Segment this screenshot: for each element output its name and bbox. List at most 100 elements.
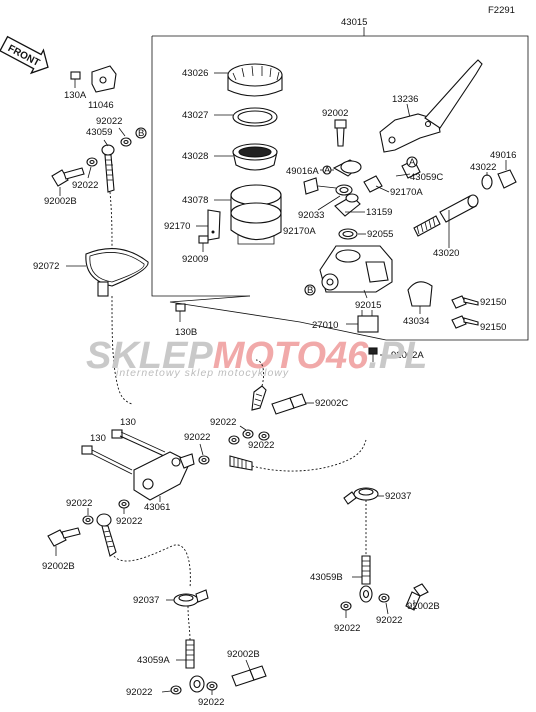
marker-a-1 [322, 165, 332, 175]
washer-92022-5 [228, 435, 240, 445]
label-130A: 130A [64, 90, 87, 101]
figure-code: F2291 [488, 5, 515, 16]
master-cylinder-body [319, 245, 393, 293]
watermark-46: 46 [325, 335, 369, 377]
label-43059C: 43059C [410, 172, 443, 183]
label-130-1: 130 [120, 417, 136, 428]
label-92009: 92009 [182, 254, 208, 265]
label-92033: 92033 [298, 210, 324, 221]
label-92002-a: 92002 [322, 108, 348, 119]
screw-92002A [368, 347, 378, 362]
label-92022-1: 92022 [96, 116, 122, 127]
hose-clamp-92037-1 [343, 487, 379, 505]
label-92022-11: 92022 [198, 697, 224, 708]
hose-middle [111, 295, 133, 405]
hose-left-lower [187, 605, 191, 641]
washer-92022-9 [340, 601, 352, 611]
label-43059B: 43059B [310, 572, 343, 583]
washer-92022-1 [120, 137, 132, 147]
washer-92022-2 [86, 157, 98, 167]
watermark-moto: MOTO [213, 335, 326, 377]
label-92022-10: 92022 [126, 687, 152, 698]
washer-92022-8 [118, 499, 130, 509]
hose-guide-92072 [85, 248, 149, 297]
label-49016: 49016 [490, 150, 516, 161]
reservoir-body [230, 184, 282, 245]
label-43022: 43022 [470, 162, 496, 173]
label-92002B-1: 92002B [44, 196, 77, 207]
bracket-11046 [91, 65, 117, 93]
label-13159: 13159 [366, 207, 392, 218]
hose-link [255, 359, 265, 387]
label-43059: 43059 [86, 127, 112, 138]
marker-b-2-text: B [138, 128, 144, 139]
label-43061: 43061 [144, 502, 170, 513]
label-92022-5: 92022 [184, 432, 210, 443]
bolt-130-1 [111, 429, 166, 457]
watermark-subtitle: internetowy sklep motocyklowy [116, 367, 289, 379]
label-92022-9: 92022 [376, 615, 402, 626]
hose-end-43059B [359, 555, 373, 603]
label-13236: 13236 [392, 94, 418, 105]
marker-b-1 [304, 284, 316, 296]
banjo-bolt-92002B-1 [51, 167, 85, 187]
washer-92022-6 [198, 455, 210, 465]
bolt-130A [70, 71, 81, 88]
label-92002C: 92002C [315, 398, 348, 409]
reservoir-clamp [207, 209, 221, 241]
label-92022-7: 92022 [116, 516, 142, 527]
dust-seal-49016 [497, 169, 517, 189]
banjo-bolt-92002B-4 [231, 665, 267, 687]
washer-92022-4 [258, 431, 270, 441]
assembly-outline [152, 35, 529, 341]
push-rod-boot [332, 159, 362, 177]
marker-b-2 [135, 127, 147, 139]
bolt-130B [175, 303, 186, 322]
hose-clamp-92037-2 [173, 589, 209, 607]
label-92170A-1: 92170A [390, 187, 423, 198]
o-ring-92055 [338, 228, 358, 240]
marker-b-1-text: B [307, 285, 313, 296]
reservoir-plate [232, 107, 278, 127]
label-43026: 43026 [182, 68, 208, 79]
banjo-bolt-92002B-3 [405, 583, 429, 611]
bolt-92150-1 [451, 295, 479, 309]
reservoir-cap [227, 63, 283, 97]
hose-right [251, 439, 367, 472]
watermark-sklep: SKLEP [86, 335, 213, 377]
label-130-2: 130 [90, 433, 106, 444]
label-43078: 43078 [182, 195, 208, 206]
hose-end-43059A [185, 639, 205, 693]
washer-92022-7 [82, 515, 94, 525]
hose-fitting-mid [229, 455, 253, 471]
bolt-92150-2 [451, 315, 479, 329]
washer-92022-12 [206, 681, 218, 691]
label-49016A: 49016A [286, 166, 319, 177]
label-92002A: 92002A [391, 350, 424, 361]
hose-joint-43061 [133, 451, 195, 501]
front-arrow-icon: FRONT [0, 35, 49, 75]
marker-a-1-text: A [324, 165, 331, 176]
label-92037-2: 92037 [133, 595, 159, 606]
hose-banjo-upper-right [251, 385, 267, 411]
label-92022-6: 92022 [66, 498, 92, 509]
hose-upper [109, 191, 113, 251]
circlip-43022 [481, 174, 493, 190]
label-92022-4: 92022 [248, 440, 274, 451]
label-92037-1: 92037 [385, 491, 411, 502]
banjo-bolt-92002C [271, 393, 307, 415]
clip-92033 [303, 177, 319, 195]
label-92072: 92072 [33, 261, 59, 272]
label-92015: 92015 [355, 300, 381, 311]
banjo-fitting-13159 [334, 193, 361, 217]
screw-92009 [198, 235, 209, 252]
label-92002B-4: 92002B [227, 649, 260, 660]
clamp-holder-43034 [407, 281, 433, 307]
label-92022-3: 92022 [210, 417, 236, 428]
label-43034: 43034 [403, 316, 429, 327]
label-43027: 43027 [182, 110, 208, 121]
banjo-bolt-92002B-2 [47, 527, 81, 547]
label-43015: 43015 [341, 17, 367, 28]
